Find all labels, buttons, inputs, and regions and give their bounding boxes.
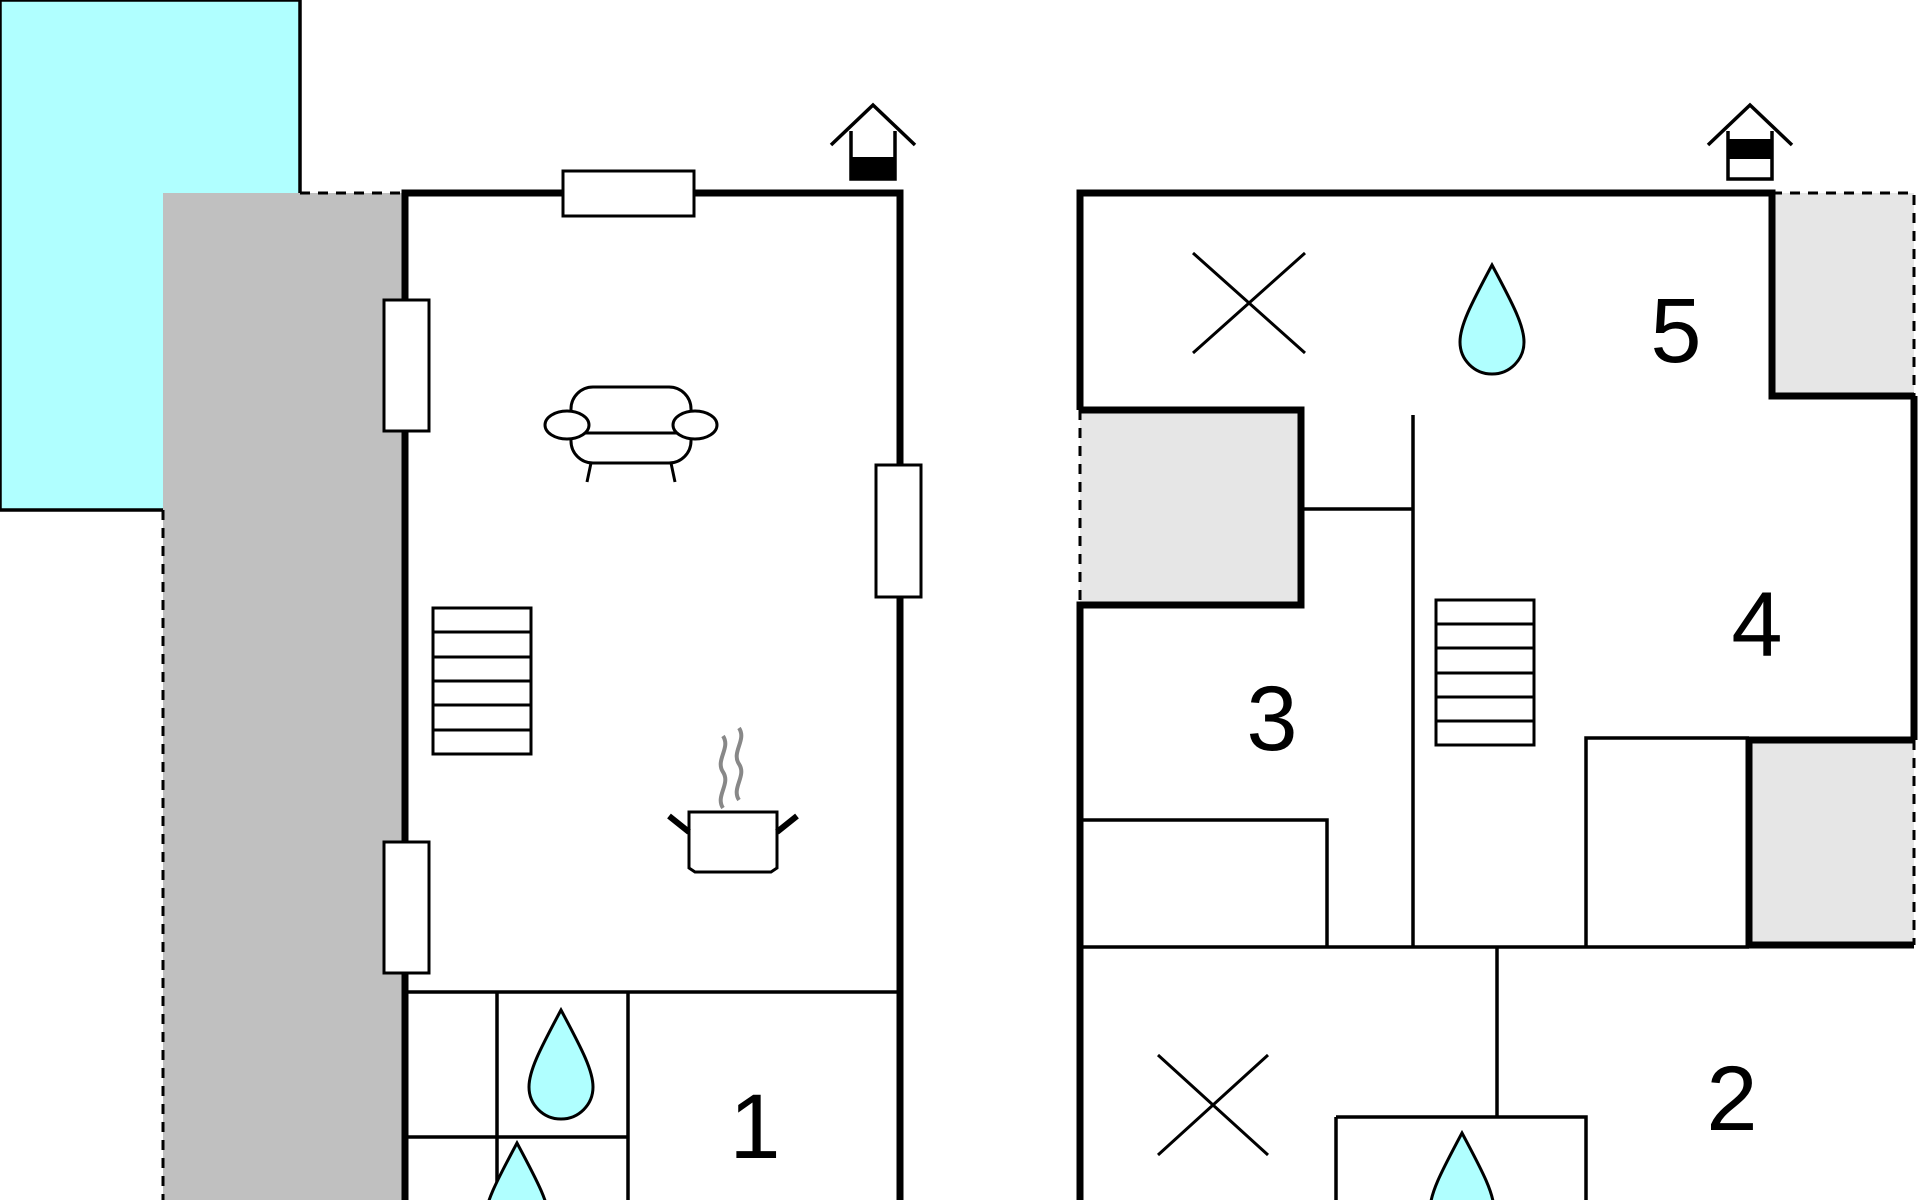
room-number-3: 3 — [1246, 668, 1297, 770]
room-number-1: 1 — [729, 1076, 780, 1178]
stairs-icon — [1434, 598, 1536, 747]
water-drop-icon — [1458, 261, 1526, 376]
room-number-2: 2 — [1706, 1048, 1757, 1150]
terrace — [163, 193, 405, 1200]
terrace-dashed-edge — [161, 191, 405, 1200]
windows — [382, 169, 923, 975]
sofa-icon — [543, 385, 719, 483]
room-number-5: 5 — [1650, 280, 1701, 382]
stairs-icon — [431, 606, 533, 756]
balconies — [1080, 193, 1914, 945]
balcony-dashed-edges — [1078, 191, 1916, 945]
right-building-walls — [1076, 189, 1918, 1200]
house-arrow-icon — [829, 102, 917, 181]
water-drop-icon — [1429, 1129, 1495, 1200]
water-drop-icon — [487, 1139, 547, 1200]
bed-cross-icon — [1192, 251, 1306, 355]
bed-cross-icon — [1156, 1053, 1270, 1157]
cooking-pot-icon — [667, 726, 799, 874]
house-arrow-icon — [1706, 102, 1794, 181]
room-number-4: 4 — [1731, 574, 1782, 676]
water-drop-icon — [527, 1006, 595, 1121]
